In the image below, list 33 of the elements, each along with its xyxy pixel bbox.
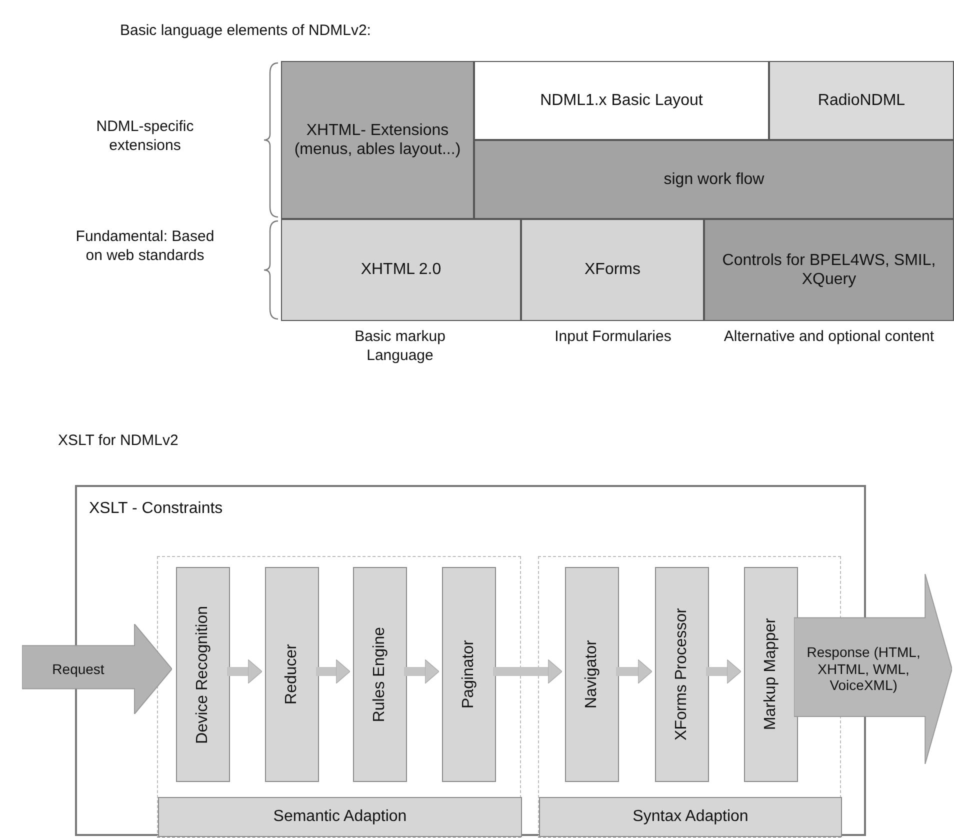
row-label: Fundamental: Based on web standards bbox=[74, 228, 216, 266]
layer-block: XHTML 2.0 bbox=[281, 219, 521, 321]
process-box: Rules Engine bbox=[353, 567, 407, 782]
process-box: Markup Mapper bbox=[744, 567, 798, 782]
column-label: Alternative and optional content bbox=[722, 328, 936, 347]
panel-title: XSLT - Constraints bbox=[89, 499, 223, 518]
process-box: Reducer bbox=[265, 567, 319, 782]
layer-block: XForms bbox=[521, 219, 704, 321]
arrow bbox=[616, 659, 652, 684]
layer-block: Controls for BPEL4WS, SMIL, XQuery bbox=[704, 219, 954, 321]
process-box: Navigator bbox=[565, 567, 619, 782]
arrow bbox=[227, 659, 262, 684]
process-box: Device Recognition bbox=[176, 567, 230, 782]
arrow bbox=[316, 659, 350, 684]
arrow bbox=[706, 659, 742, 684]
section-heading: XSLT for NDMLv2 bbox=[58, 432, 180, 451]
arrow bbox=[404, 659, 440, 684]
layer-block: sign work flow bbox=[474, 140, 954, 219]
dashed-group bbox=[157, 556, 521, 838]
layer-block: XHTML- Extensions (menus, ables layout...) bbox=[281, 61, 474, 219]
process-box: Paginator bbox=[442, 567, 496, 782]
block-arrow: Response (HTML, XHTML, WML, VoiceXML) bbox=[794, 574, 952, 764]
column-label: Input Formularies bbox=[554, 328, 672, 347]
column-label: Basic markup Language bbox=[354, 328, 446, 366]
row-label: NDML-specific extensions bbox=[95, 118, 195, 156]
process-box: XForms Processor bbox=[655, 567, 709, 782]
stage-bar: Syntax Adaption bbox=[539, 797, 842, 837]
layer-block: NDML1.x Basic Layout bbox=[474, 61, 769, 140]
diagram-title: Basic language elements of NDMLv2: bbox=[120, 22, 371, 41]
stage-bar: Semantic Adaption bbox=[158, 797, 522, 837]
arrow bbox=[493, 659, 562, 684]
block-arrow: Request bbox=[22, 624, 172, 714]
layer-block: RadioNDML bbox=[769, 61, 954, 140]
